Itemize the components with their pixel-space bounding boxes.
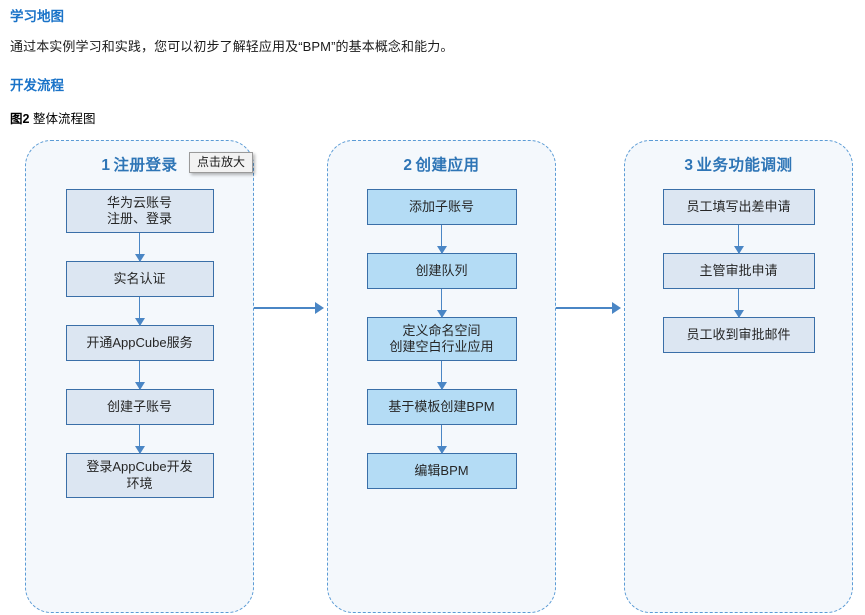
flow-node[interactable]: 创建子账号: [65, 389, 214, 426]
figure-caption-number: 图2: [10, 111, 30, 126]
heading-dev-flow: 开发流程: [10, 77, 64, 93]
zoom-tooltip[interactable]: 点击放大: [189, 151, 254, 174]
flow-steps-1: 华为云账号 注册、登录 实名认证 开通AppCube服务 创建子账号 登录App…: [26, 188, 253, 498]
flow-node-label: 编辑BPM: [414, 463, 469, 479]
flow-arrow-down: [441, 288, 442, 317]
flow-arrow-down: [139, 297, 140, 326]
flow-node-label: 华为云账号 注册、登录: [107, 195, 172, 228]
flow-steps-2: 添加子账号 创建队列 定义命名空间 创建空白行业应用 基于模板创建BPM 编辑B…: [328, 188, 555, 490]
flow-arrow-right-2: [556, 306, 619, 309]
flow-node-line1: 华为云账号: [106, 194, 172, 210]
flow-node-label: 主管审批申请: [699, 262, 778, 278]
panel-title-text-2: 创建应用: [415, 156, 480, 174]
flow-node[interactable]: 实名认证: [65, 261, 214, 298]
panel-title-text-1: 注册登录: [113, 156, 178, 174]
flow-node-line2: 注册、登录: [106, 211, 172, 227]
flow-node[interactable]: 添加子账号: [366, 188, 517, 225]
flow-arrow-down: [738, 288, 739, 317]
flow-arrow-right-1: [254, 306, 322, 309]
flow-node-line2: 创建空白行业应用: [389, 339, 494, 355]
figure-caption-text: 整体流程图: [32, 111, 96, 126]
flow-arrow-down: [139, 361, 140, 390]
flow-arrow-down: [738, 224, 739, 253]
flow-node[interactable]: 基于模板创建BPM: [366, 389, 517, 426]
flow-node[interactable]: 开通AppCube服务: [65, 325, 214, 362]
flow-node-label: 定义命名空间 创建空白行业应用: [389, 323, 493, 356]
panel-step-number-3: 3: [684, 156, 694, 174]
flow-node-label: 员工收到审批邮件: [686, 326, 791, 342]
flow-node[interactable]: 编辑BPM: [366, 453, 517, 490]
flow-node[interactable]: 定义命名空间 创建空白行业应用: [366, 316, 517, 362]
panel-step-number-2: 2: [403, 156, 413, 174]
flow-node-label: 基于模板创建BPM: [388, 399, 495, 415]
flow-node-label: 创建队列: [415, 262, 468, 278]
flow-steps-3: 员工填写出差申请 主管审批申请 员工收到审批邮件: [625, 188, 852, 353]
figure-caption: 图2 整体流程图: [10, 108, 855, 127]
flow-arrow-down: [139, 233, 140, 262]
flow-arrow-down: [139, 425, 140, 454]
flow-node[interactable]: 华为云账号 注册、登录: [65, 188, 214, 234]
flow-node-line2: 环境: [126, 475, 153, 491]
flow-node-label: 创建子账号: [106, 399, 172, 415]
flow-node[interactable]: 主管审批申请: [662, 252, 815, 289]
flow-arrow-down: [441, 425, 442, 454]
flow-node-label: 登录AppCube开发 环境: [86, 459, 192, 492]
heading-learning-map: 学习地图: [10, 9, 64, 24]
flow-node-line1: 定义命名空间: [402, 322, 481, 338]
flow-node[interactable]: 员工填写出差申请: [662, 188, 815, 225]
flow-node[interactable]: 员工收到审批邮件: [662, 316, 815, 353]
flow-node-label: 开通AppCube服务: [86, 335, 193, 351]
flow-node-label: 实名认证: [113, 271, 166, 287]
flow-node-label: 添加子账号: [408, 198, 474, 214]
intro-paragraph: 通过本实例学习和实践，您可以初步了解轻应用及“BPM”的基本概念和能力。: [10, 39, 454, 55]
flow-node[interactable]: 登录AppCube开发 环境: [65, 453, 214, 498]
panel-step-number-1: 1: [101, 156, 111, 174]
flow-node-line1: 登录AppCube开发: [86, 459, 193, 475]
flow-node-label: 员工填写出差申请: [686, 198, 791, 214]
flow-node[interactable]: 创建队列: [366, 252, 517, 289]
panel-title-text-3: 业务功能调测: [696, 156, 793, 174]
flow-arrow-down: [441, 361, 442, 390]
flow-arrow-down: [441, 224, 442, 253]
document-body: 学习地图 通过本实例学习和实践，您可以初步了解轻应用及“BPM”的基本概念和能力…: [0, 0, 865, 127]
